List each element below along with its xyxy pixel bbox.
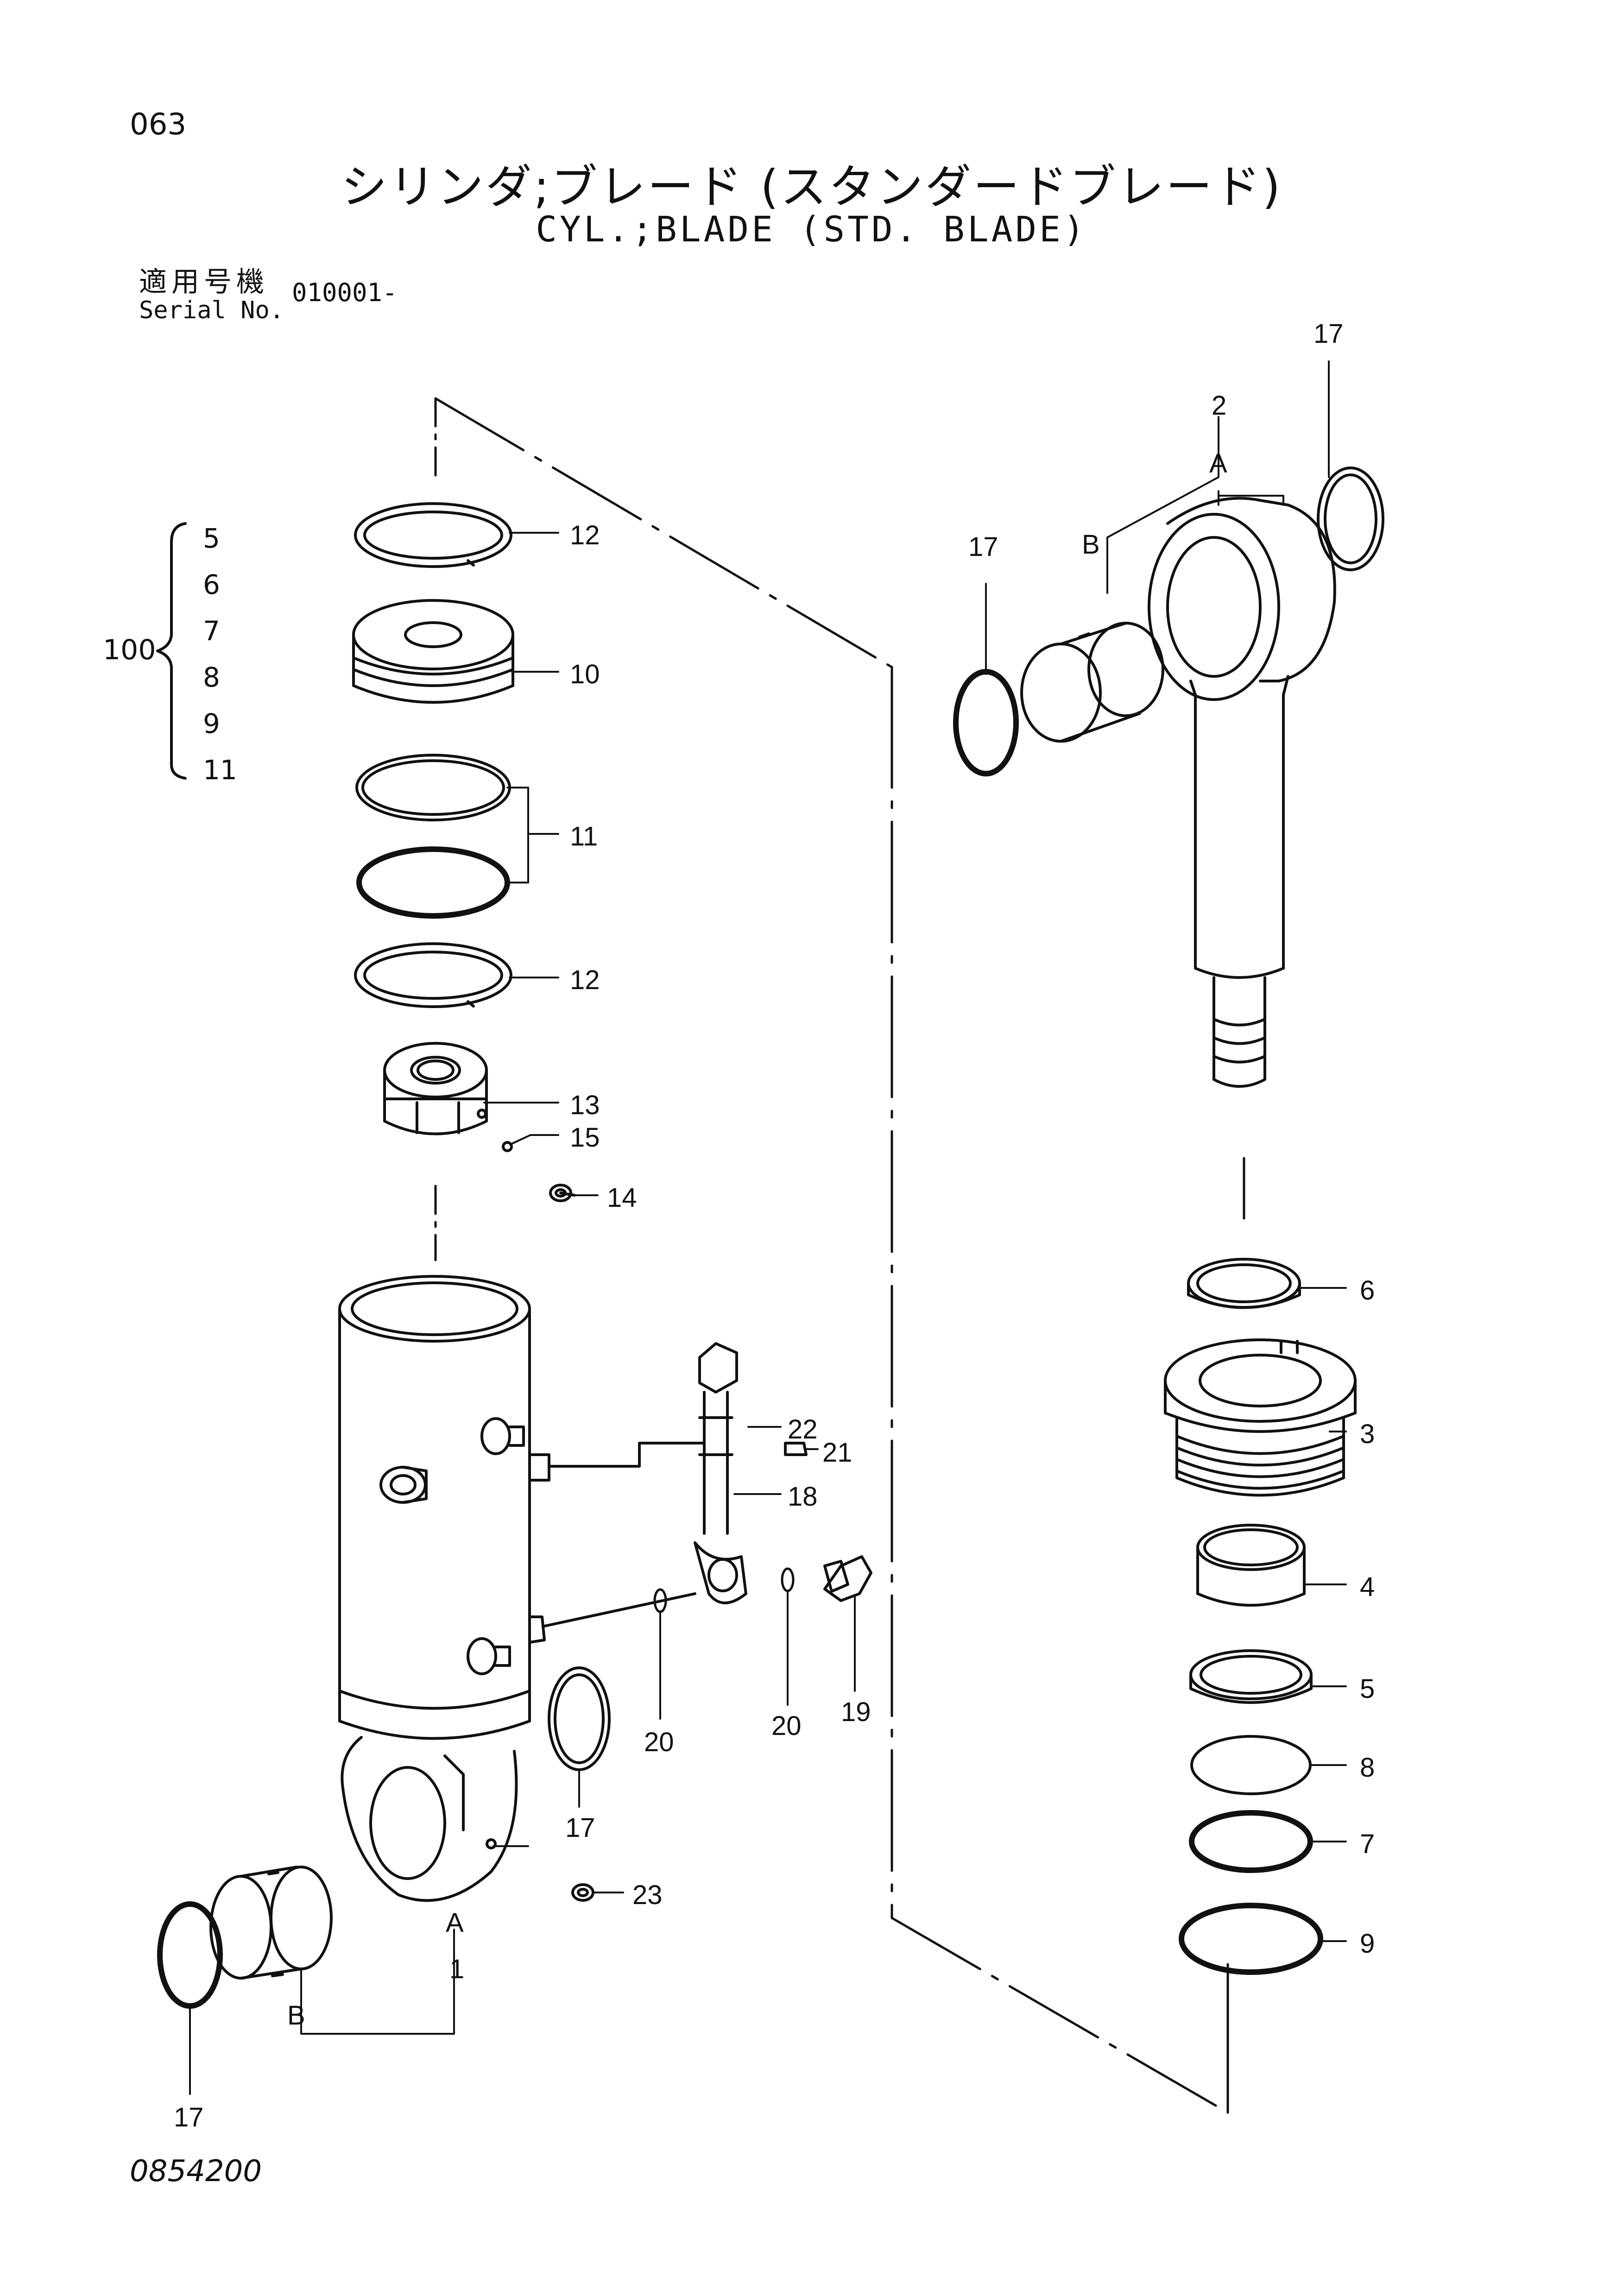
backup-ring-9 — [1179, 1903, 1323, 1975]
wear-ring-upper — [354, 502, 512, 568]
callout-17-lower: 17 — [174, 2102, 204, 2132]
drawing-number: 0854200 — [130, 2154, 262, 2189]
callout-12-upper: 12 — [570, 520, 600, 550]
callouts: 12 10 11 12 13 15 14 22 21 18 20 20 19 1… — [174, 319, 1375, 2132]
callout-17-upper-left: 17 — [968, 532, 998, 562]
kit-item: 11 — [203, 754, 237, 786]
o-ring-7 — [1189, 1810, 1313, 1873]
bushing-upper — [1020, 622, 1164, 743]
buffer-ring-5 — [1189, 1649, 1313, 1704]
leader-lines — [189, 360, 1347, 2095]
callout-15: 15 — [570, 1123, 600, 1153]
backup-ring-8 — [1190, 1735, 1312, 1795]
callout-3: 3 — [1360, 1419, 1375, 1449]
title-english: CYL.;BLADE (STD. BLADE) — [536, 208, 1087, 250]
page-number: 063 — [130, 107, 187, 142]
callout-14: 14 — [607, 1183, 637, 1213]
kit-item: 5 — [203, 523, 220, 554]
kit-item: 8 — [203, 662, 220, 693]
kit-item: 6 — [203, 569, 220, 600]
piston-seal-set — [355, 754, 511, 919]
rod-cover — [1164, 1338, 1357, 1497]
callout-20-left: 20 — [644, 1727, 674, 1757]
callout-5: 5 — [1360, 1674, 1375, 1704]
set-screw-upper — [549, 1184, 576, 1202]
callout-19: 19 — [841, 1697, 871, 1727]
callout-21: 21 — [822, 1438, 853, 1468]
callout-8: 8 — [1360, 1753, 1375, 1783]
callout-7: 7 — [1360, 1829, 1375, 1859]
serial-value: 010001- — [292, 278, 398, 307]
callout-b-left: B — [287, 2000, 305, 2031]
callout-23: 23 — [632, 1880, 663, 1910]
kit-group-label: 100 — [103, 634, 156, 666]
callout-1: 1 — [449, 1954, 464, 1984]
steel-ball — [502, 1141, 513, 1152]
set-screw-lower — [571, 1883, 594, 1902]
callout-22: 22 — [788, 1414, 818, 1444]
cylinder-tube — [338, 1275, 550, 1740]
callout-17-upper-right: 17 — [1314, 319, 1344, 349]
kit-item: 7 — [203, 615, 220, 647]
callout-9: 9 — [1360, 1929, 1375, 1959]
kit-item: 9 — [203, 708, 220, 739]
dust-seal-middle — [548, 1666, 611, 1771]
callout-13: 13 — [570, 1090, 600, 1120]
kit-brace — [156, 522, 187, 780]
callout-b-right: B — [1082, 530, 1100, 560]
callout-20-right: 20 — [771, 1711, 802, 1741]
callout-6: 6 — [1360, 1275, 1375, 1306]
callout-2: 2 — [1212, 391, 1226, 421]
callout-11: 11 — [570, 821, 598, 852]
dust-seal-upper-right — [1317, 467, 1384, 571]
pipe-assembly — [543, 1342, 747, 1627]
bushing-lower — [209, 1866, 333, 1980]
serial-label-japanese: 適用号機 — [139, 266, 269, 298]
dust-wiper-6 — [1187, 1258, 1301, 1309]
piston-nut — [383, 1042, 488, 1135]
bushing-4 — [1196, 1524, 1306, 1607]
callout-12-lower: 12 — [570, 965, 600, 995]
plug-21 — [784, 1442, 808, 1456]
title-japanese: シリンダ;ブレード (スタンダードブレード) — [341, 160, 1282, 214]
piston — [352, 599, 514, 704]
callout-18: 18 — [788, 1482, 818, 1512]
callout-a-left: A — [446, 1908, 464, 1938]
serial-label-english: Serial No. — [139, 296, 284, 324]
tube-eye — [341, 1736, 518, 1902]
callout-a-right: A — [1209, 448, 1227, 479]
assembly-lines — [434, 397, 1245, 2114]
piston-rod — [1189, 675, 1289, 1088]
dust-seal-lower-left — [157, 1901, 223, 2009]
callout-17-middle: 17 — [565, 1813, 595, 1843]
dust-seal-upper-left — [953, 669, 1019, 776]
rod-head-eye — [1148, 497, 1336, 701]
callout-10: 10 — [570, 659, 600, 689]
wear-ring-lower — [354, 942, 512, 1008]
callout-4: 4 — [1360, 1572, 1375, 1602]
connector-bolt-19 — [823, 1555, 872, 1602]
